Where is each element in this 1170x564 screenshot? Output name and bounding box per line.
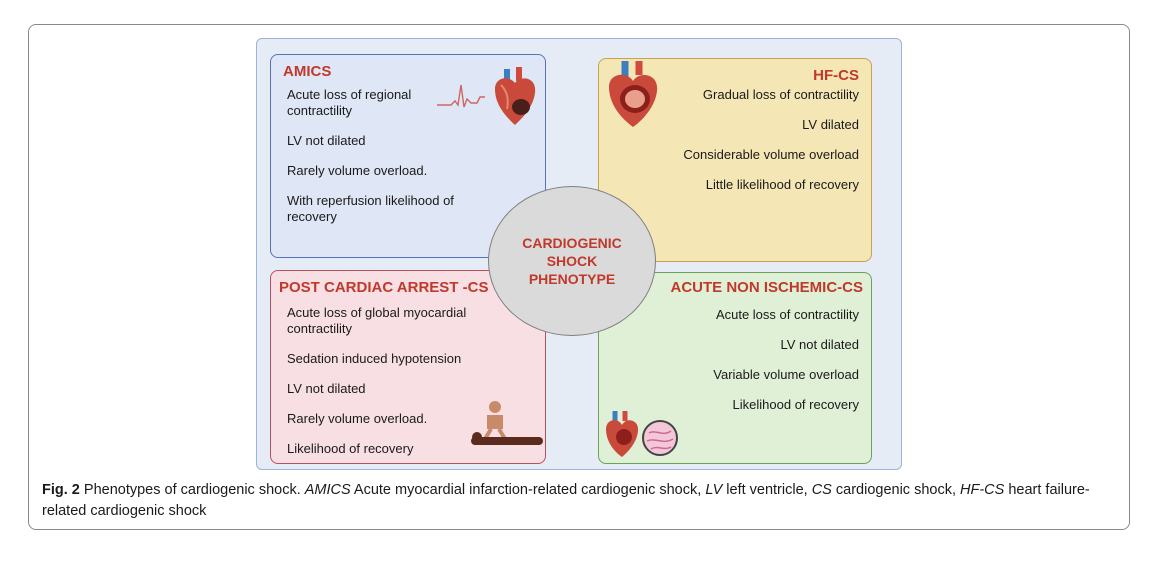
quadrant-item: LV not dilated	[780, 337, 859, 352]
caption-text: Phenotypes of cardiogenic shock.	[79, 482, 305, 498]
heart-infarct-icon	[495, 67, 536, 125]
quadrant-item: Rarely volume overload.	[287, 411, 428, 426]
center-label: CARDIOGENIC SHOCK PHENOTYPE	[497, 234, 647, 288]
quadrant-title: HF-CS	[813, 67, 859, 84]
myocardial-tissue-icon	[642, 420, 678, 456]
caption-text: left ventricle,	[722, 482, 812, 498]
quadrant-item: Acute loss of contractility	[715, 307, 859, 322]
ecg-trace-icon	[437, 84, 485, 108]
quadrant-item: Considerable volume overload	[683, 147, 859, 162]
quadrant-item: LV not dilated	[287, 133, 366, 148]
caption-abbr: HF-CS	[960, 482, 1005, 498]
quadrant-acute-non-ischemic: ACUTE NON ISCHEMIC-CS Acute loss of cont…	[598, 272, 872, 464]
quadrant-post-cardiac-arrest: POST CARDIAC ARREST -CS Acute loss of gl…	[270, 270, 546, 464]
caption-text: heart failure-related cardiogenic shock	[42, 482, 1090, 519]
quadrant-title: POST CARDIAC ARREST -CS	[279, 279, 489, 296]
quadrant-item: Acute loss of regional contractility	[287, 87, 412, 118]
quadrant-item: LV dilated	[802, 117, 859, 132]
quadrant-item: Little likelihood of recovery	[705, 177, 859, 192]
heart-icon	[606, 411, 639, 457]
quadrant-item: Sedation induced hypotension	[287, 351, 462, 366]
quadrant-item: Likelihood of recovery	[732, 397, 859, 412]
quadrant-item: Gradual loss of contractility	[702, 87, 859, 102]
quadrant-item: Likelihood of recovery	[287, 441, 414, 456]
quadrant-title: ACUTE NON ISCHEMIC-CS	[670, 279, 863, 296]
quadrant-item: LV not dilated	[287, 381, 366, 396]
quadrant-item: Rarely volume overload.	[287, 163, 428, 178]
cpr-person-icon	[471, 401, 543, 445]
figure-caption: Fig. 2 Phenotypes of cardiogenic shock. …	[42, 480, 1114, 522]
center-label-line1: CARDIOGENIC SHOCK	[522, 235, 622, 269]
caption-text: cardiogenic shock,	[831, 482, 961, 498]
quadrant-title: AMICS	[283, 63, 332, 80]
caption-text: Acute myocardial infarction-related card…	[350, 482, 706, 498]
caption-label: Fig. 2	[42, 482, 80, 498]
quadrant-item: Acute loss of global myocardial contract…	[287, 305, 467, 336]
quadrant-item: With reperfusion likelihood of recovery	[287, 193, 454, 224]
caption-abbr: AMICS	[304, 482, 351, 498]
caption-abbr: CS	[811, 482, 832, 498]
center-label-line2: PHENOTYPE	[528, 271, 616, 287]
dilated-heart-icon	[609, 61, 658, 127]
caption-abbr: LV	[705, 482, 723, 498]
center-phenotype-circle: CARDIOGENIC SHOCK PHENOTYPE	[488, 186, 656, 336]
quadrant-item: Variable volume overload	[713, 367, 859, 382]
